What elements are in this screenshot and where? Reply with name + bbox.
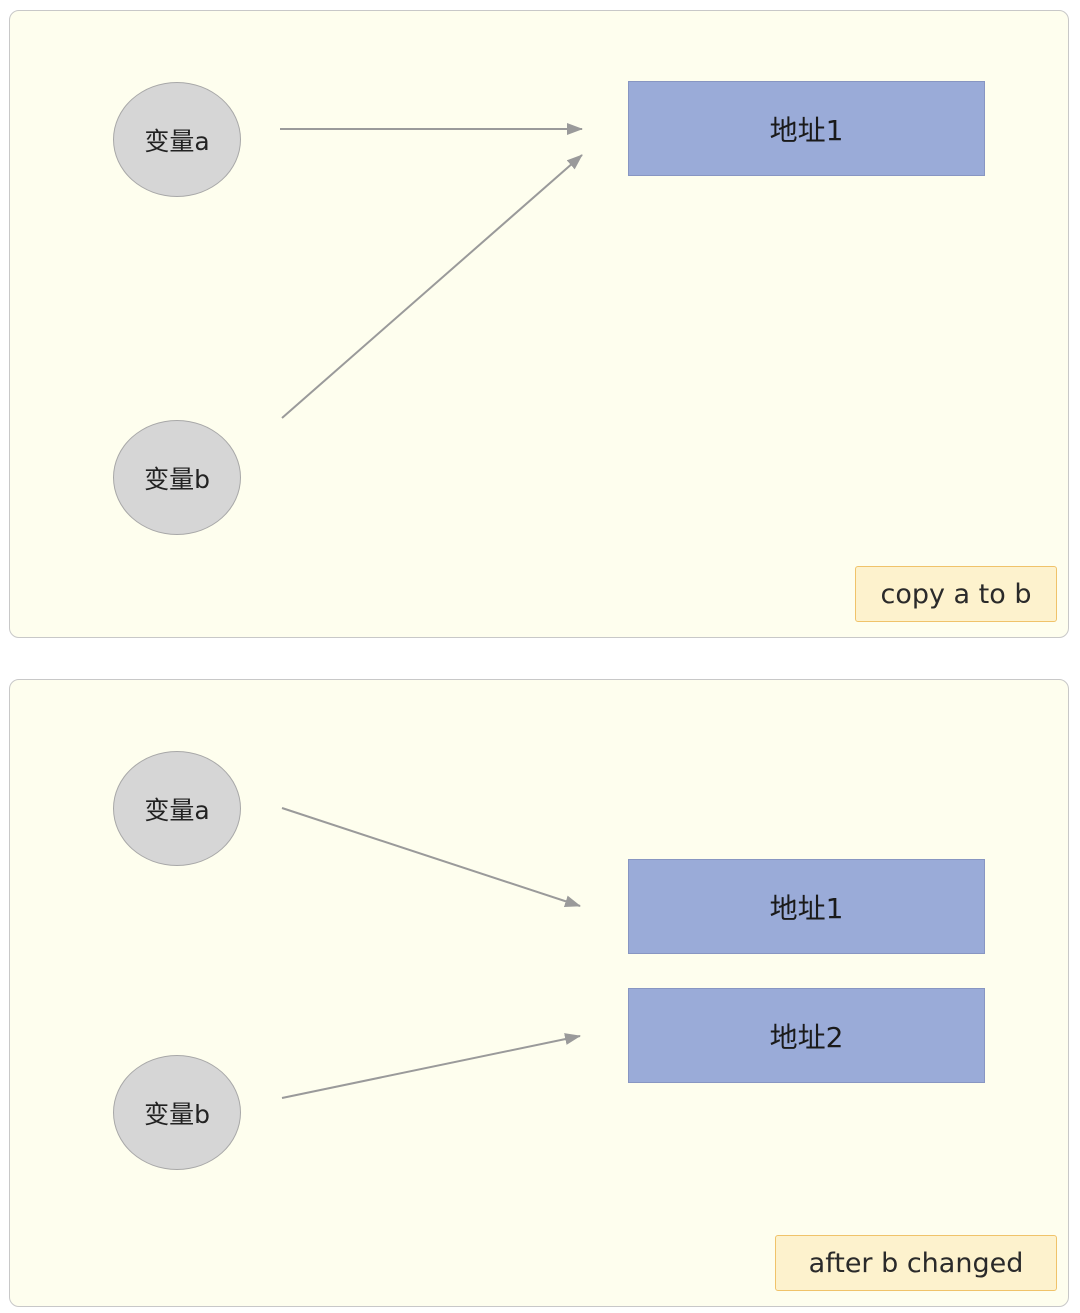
variable-node-b: 变量b xyxy=(113,1055,241,1170)
address-box-1: 地址1 xyxy=(628,81,985,176)
address-box-1: 地址1 xyxy=(628,859,985,954)
variable-node-a: 变量a xyxy=(113,82,241,197)
caption-label: copy a to b xyxy=(855,566,1057,622)
address-box-2: 地址2 xyxy=(628,988,985,1083)
variable-node-a: 变量a xyxy=(113,751,241,866)
caption-label: after b changed xyxy=(775,1235,1057,1291)
variable-node-b: 变量b xyxy=(113,420,241,535)
